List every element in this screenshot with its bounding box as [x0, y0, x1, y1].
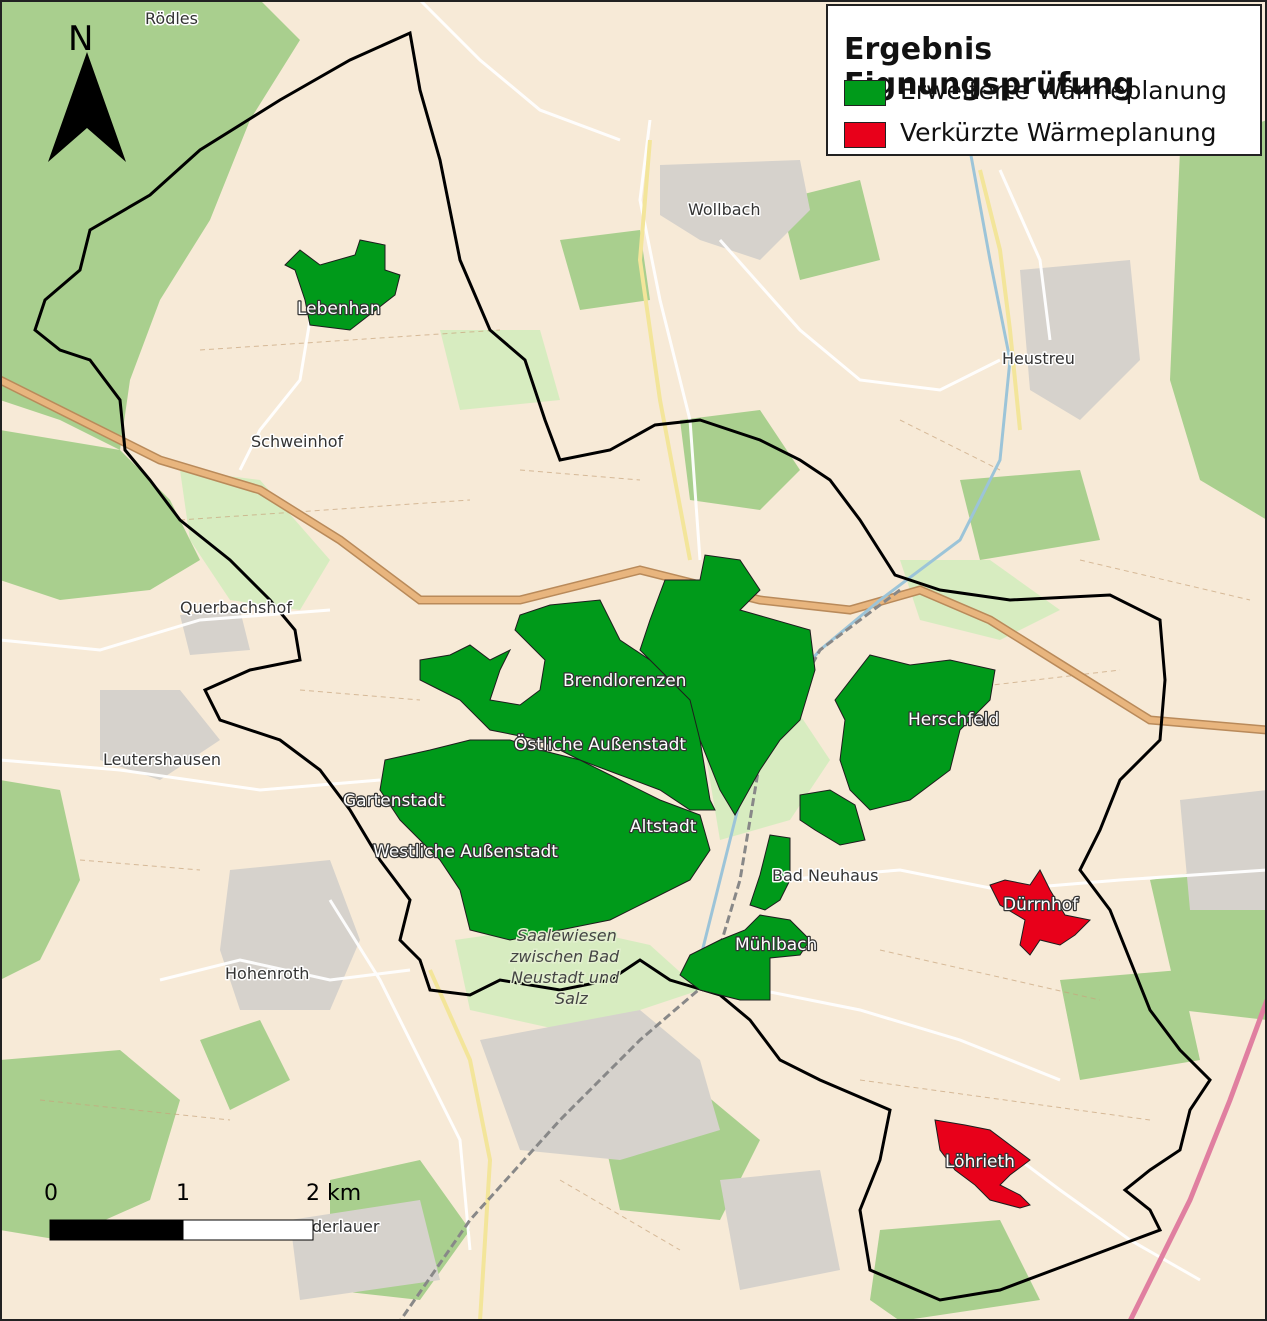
label-niederlauer: derlauer	[312, 1217, 380, 1236]
legend-title: Ergebnis Eignungsprüfung	[844, 32, 1135, 102]
area-lebenhan[interactable]	[284, 239, 401, 331]
north-arrow-icon	[48, 52, 126, 162]
extended-planning-areas[interactable]	[284, 239, 996, 1001]
meadow-areas	[180, 330, 1060, 1030]
scale-label-0: 0	[44, 1181, 58, 1206]
area-small-east[interactable]	[799, 789, 866, 846]
label-wollbach: Wollbach	[688, 200, 760, 219]
legend-swatch-shortened	[844, 122, 886, 148]
label-herschfeld: Herschfeld	[908, 710, 999, 730]
label-brendlorenzen: Brendlorenzen	[563, 671, 686, 691]
label-querbachshof: Querbachshof	[180, 598, 292, 617]
area-duerrnhof[interactable]	[989, 869, 1092, 956]
north-arrow: N	[48, 19, 126, 162]
label-saalewiesen-3: Neustadt und	[511, 968, 620, 987]
label-muehlbach: Mühlbach	[735, 935, 817, 955]
label-oestliche-aussenstadt: Östliche Außenstadt	[514, 733, 686, 755]
shortened-planning-areas[interactable]	[934, 869, 1092, 1209]
label-leutershausen: Leutershausen	[103, 750, 221, 769]
area-oestliche-aussenstadt[interactable]	[639, 554, 816, 816]
scale-bar: 0 1 2 km	[44, 1181, 361, 1241]
legend-swatch-extended	[844, 80, 886, 106]
legend-label-shortened: Verkürzte Wärmeplanung	[900, 118, 1217, 147]
label-loehrieth: Löhrieth	[945, 1152, 1015, 1172]
label-saalewiesen-4: Salz	[555, 989, 588, 1008]
label-saalewiesen-2: zwischen Bad	[509, 947, 620, 966]
area-loehrieth[interactable]	[934, 1119, 1031, 1209]
label-bad-neuhaus: Bad Neuhaus	[772, 866, 878, 885]
label-saalewiesen-1: Saalewiesen	[517, 926, 617, 945]
field-boundaries	[39, 329, 1251, 1251]
label-hohenroth: Hohenroth	[225, 964, 309, 983]
highway-b19	[1127, 999, 1267, 1321]
settlement-areas	[100, 160, 1267, 1300]
area-muehlbach[interactable]	[679, 914, 811, 1001]
label-heustreu: Heustreu	[1002, 349, 1075, 368]
municipality-boundary	[33, 30, 1212, 1302]
main-roads	[428, 139, 1022, 1321]
highway-a71-fill	[0, 377, 1267, 733]
scale-bar-white	[182, 1219, 314, 1241]
label-westliche-aussenstadt: Westliche Außenstadt	[373, 842, 558, 862]
area-herschfeld[interactable]	[834, 654, 996, 811]
north-arrow-label: N	[68, 19, 93, 59]
scale-bar-black	[49, 1219, 184, 1241]
label-roedles: Rödles	[145, 9, 198, 28]
area-brendlorenzen[interactable]	[419, 599, 716, 811]
legend: Ergebnis Eignungsprüfung Erweiterte Wärm…	[826, 4, 1262, 156]
label-lebenhan: Lebenhan	[297, 299, 381, 319]
label-duerrnhof: Dürrnhof	[1003, 895, 1079, 915]
scale-label-1: 1	[176, 1181, 190, 1206]
river-saale	[698, 149, 1012, 961]
label-altstadt: Altstadt	[630, 817, 697, 837]
legend-label-extended: Erweiterte Wärmeplanung	[900, 76, 1227, 105]
scale-label-2: 2 km	[306, 1181, 361, 1206]
area-westliche-aussenstadt[interactable]	[379, 739, 711, 941]
label-schweinhof: Schweinhof	[251, 432, 344, 451]
area-bad-neuhaus[interactable]	[749, 834, 791, 911]
label-gartenstadt: Gartenstadt	[343, 791, 445, 811]
